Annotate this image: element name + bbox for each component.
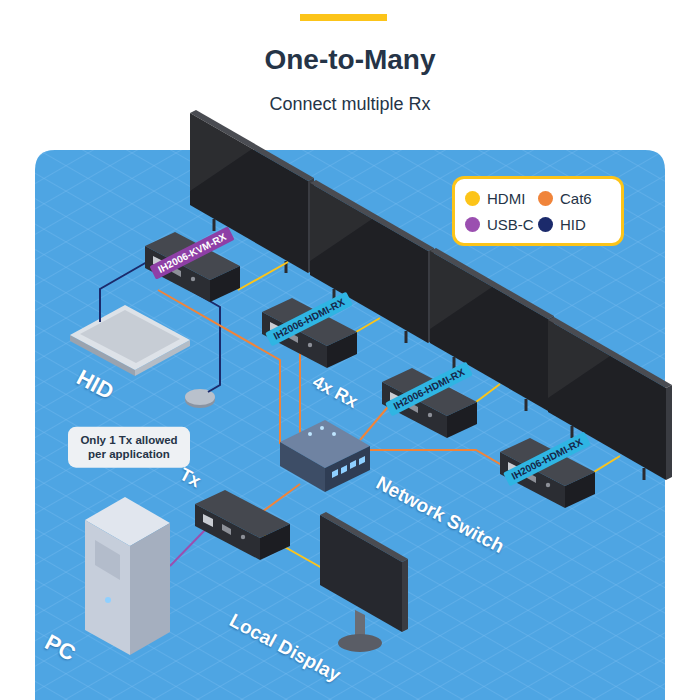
- legend-swatch: [465, 217, 480, 232]
- hdmi-cable: [476, 384, 500, 402]
- title: One-to-Many: [0, 44, 700, 76]
- legend-label: USB-C: [487, 216, 534, 233]
- network-switch: [280, 442, 325, 492]
- network-switch: [350, 460, 356, 469]
- network-switch: [359, 456, 365, 465]
- tv-screen: [190, 110, 672, 480]
- local-display: [320, 512, 408, 652]
- network-switch: [320, 426, 324, 430]
- hdmi-cable: [238, 262, 288, 290]
- background-panel: [35, 150, 665, 700]
- pc-tower: [95, 540, 120, 580]
- keyboard: [70, 305, 190, 376]
- legend-entry: USB-C: [465, 216, 538, 233]
- pc-tower: [130, 523, 170, 655]
- legend-swatch: [465, 191, 480, 206]
- legend-entry: HDMI: [465, 190, 538, 207]
- network-switch: [332, 432, 336, 436]
- background-panel: [35, 150, 665, 700]
- hdmi-cable: [356, 318, 380, 332]
- pc-tower: [105, 597, 111, 603]
- network-switch: [280, 420, 370, 492]
- cat6-cable: [158, 290, 510, 512]
- receiver-box: [145, 232, 595, 508]
- legend-box: HDMI Cat6USB-C HID: [452, 176, 624, 246]
- hid-cable: [100, 262, 147, 322]
- note-text: Only 1 Tx allowed per application: [76, 433, 182, 462]
- local-display: [402, 559, 408, 632]
- cat6-cable: [262, 484, 300, 512]
- legend-swatch: [538, 191, 553, 206]
- mouse: [185, 389, 215, 408]
- legend-entry: Cat6: [538, 190, 611, 207]
- pc-tower: [85, 497, 170, 655]
- local-display: [338, 634, 382, 652]
- network-switch: [341, 465, 347, 474]
- accent-bar: [300, 14, 387, 21]
- background-panel: [35, 150, 665, 700]
- hdmi-cable: [594, 456, 620, 472]
- note-box: Only 1 Tx allowed per application: [68, 427, 190, 468]
- legend-entry: HID: [538, 216, 611, 233]
- transmitter-box: [195, 490, 290, 560]
- legend-label: HID: [560, 216, 586, 233]
- legend-label: Cat6: [560, 190, 592, 207]
- pc-tower: [85, 520, 130, 655]
- keyboard: [80, 310, 180, 363]
- legend-label: HDMI: [487, 190, 525, 207]
- background-panel: [35, 150, 665, 700]
- cat6-cable: [370, 450, 510, 470]
- legend-swatch: [538, 217, 553, 232]
- network-switch: [332, 469, 338, 478]
- keyboard: [70, 305, 190, 370]
- usb-c-cable: [170, 530, 205, 566]
- cat6-cable: [158, 290, 280, 444]
- caption: Connect multiple Rx: [0, 94, 700, 115]
- network-switch: [308, 432, 312, 436]
- hdmi-cable: [238, 262, 620, 568]
- network-switch: [325, 446, 370, 492]
- local-display: [320, 515, 402, 632]
